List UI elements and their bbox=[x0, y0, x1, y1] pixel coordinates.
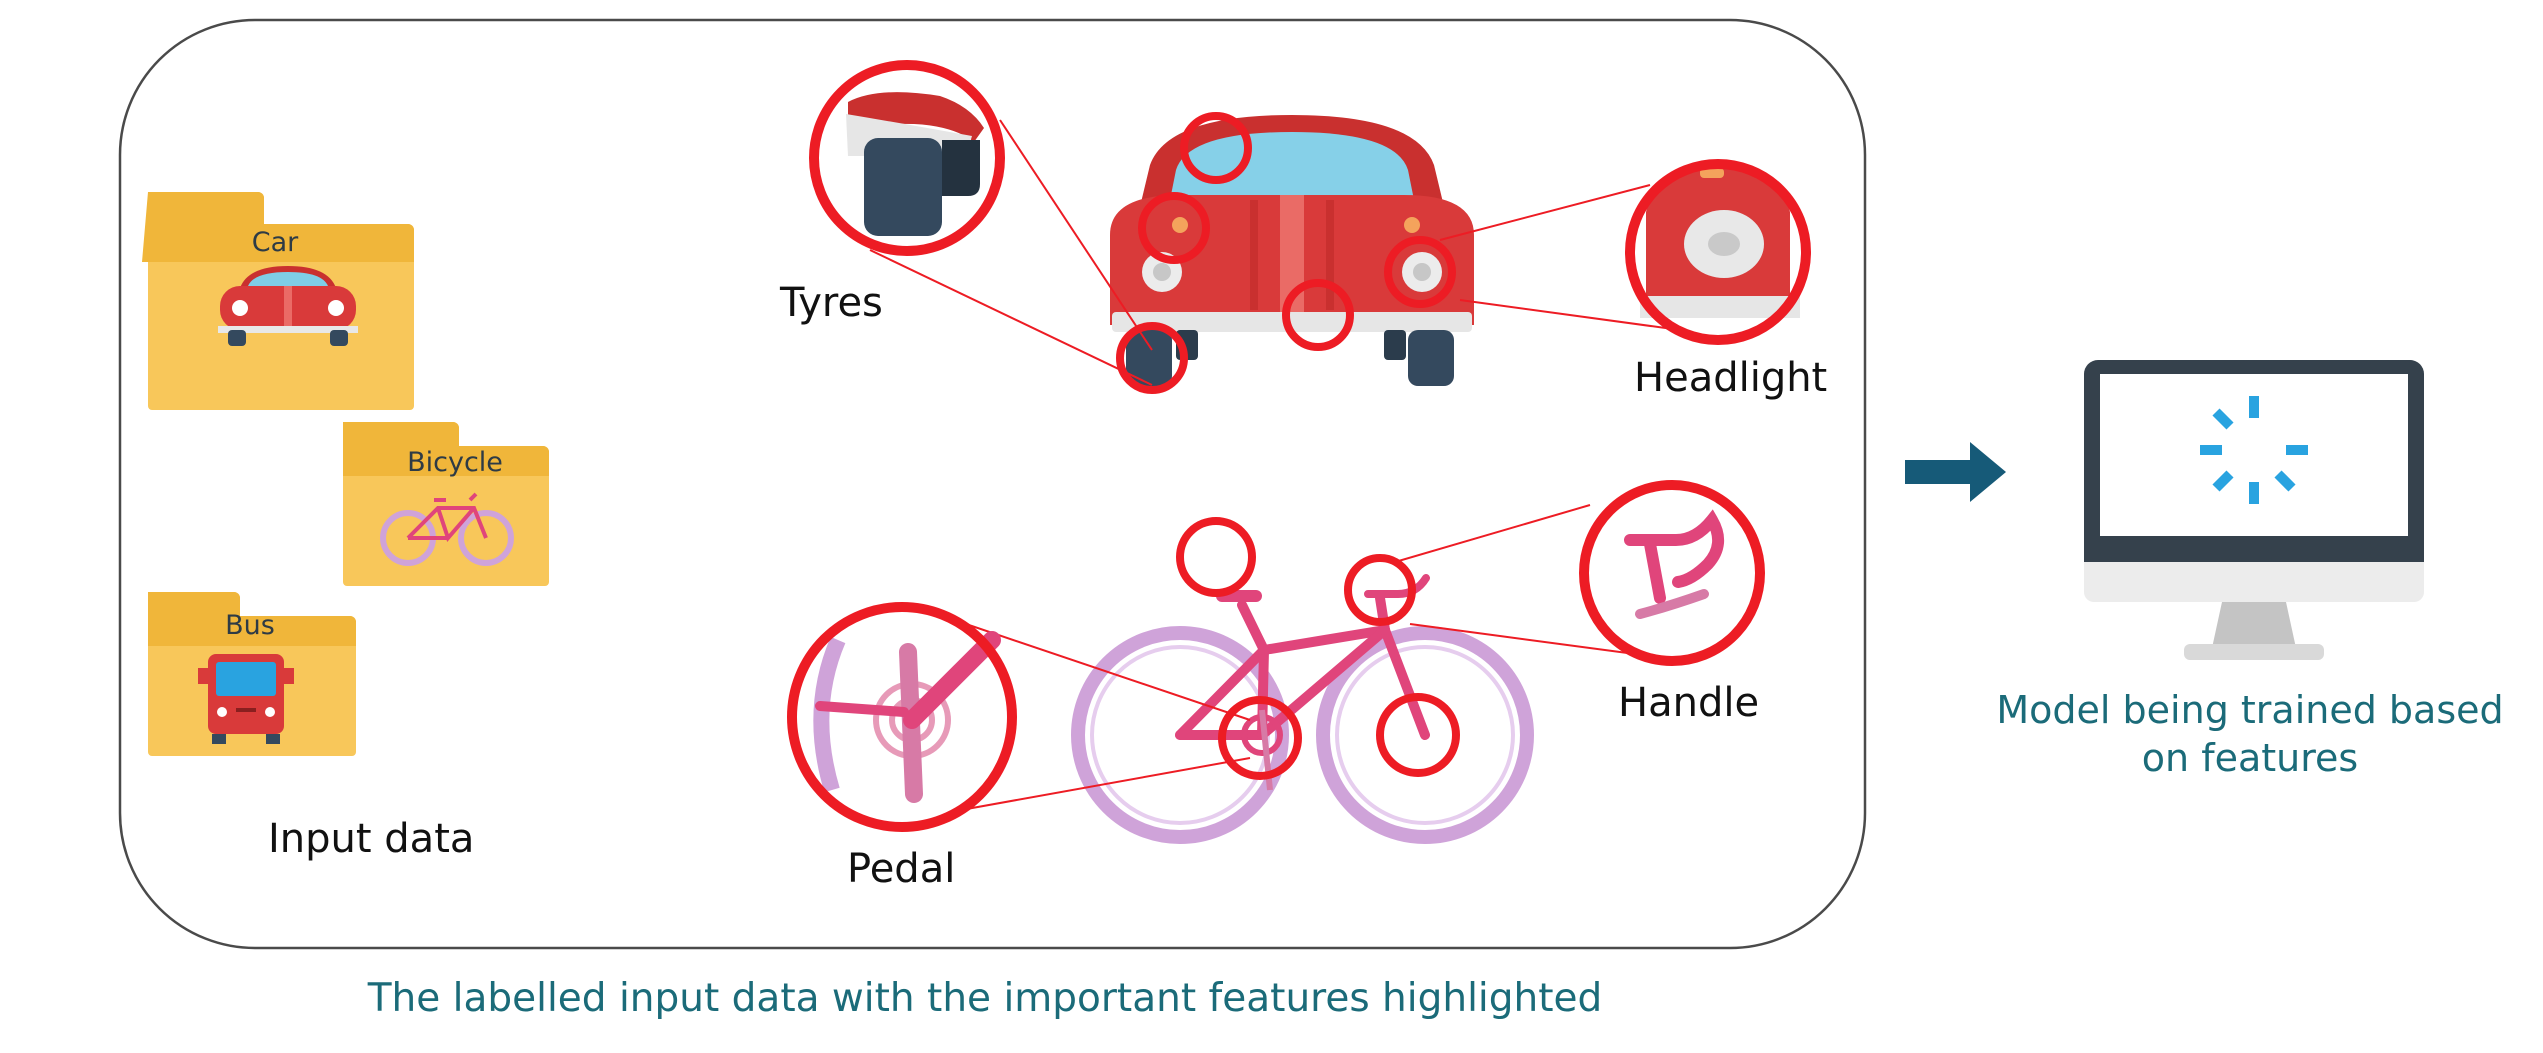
bottom-caption: The labelled input data with the importa… bbox=[367, 976, 1603, 1021]
car-icon bbox=[218, 266, 358, 346]
headlight-label: Headlight bbox=[1634, 355, 1828, 401]
bicycle-feature-markers bbox=[1176, 517, 1460, 780]
bicycle-icon bbox=[380, 492, 514, 566]
car-feature-markers bbox=[1116, 112, 1456, 394]
folder-bicycle-label: Bicycle bbox=[407, 447, 503, 478]
folder-bus bbox=[148, 592, 356, 756]
handle-label: Handle bbox=[1618, 680, 1760, 726]
tyres-label: Tyres bbox=[780, 280, 883, 326]
car-connector-lines bbox=[869, 119, 1681, 386]
folder-bus-label: Bus bbox=[225, 610, 275, 641]
folder-car bbox=[142, 192, 414, 410]
bus-icon bbox=[198, 654, 294, 744]
model-caption-line2: on features bbox=[2141, 736, 2359, 780]
handle-zoom bbox=[1579, 480, 1765, 666]
folder-bicycle bbox=[343, 422, 549, 586]
pedal-label: Pedal bbox=[847, 846, 956, 892]
model-caption-line1: Model being trained based bbox=[1996, 688, 2504, 732]
model-caption: Model being trained based on features bbox=[1960, 686, 2540, 782]
folder-car-label: Car bbox=[251, 227, 299, 258]
car-main bbox=[1110, 115, 1474, 386]
tyre-zoom bbox=[809, 60, 1005, 256]
input-data-label: Input data bbox=[268, 816, 475, 862]
spinner-icon bbox=[2200, 396, 2308, 504]
headlight-zoom bbox=[1625, 159, 1811, 345]
pedal-zoom bbox=[787, 602, 1017, 832]
bicycle-connector-lines bbox=[949, 504, 1651, 813]
arrow-right-icon bbox=[1905, 442, 2006, 502]
